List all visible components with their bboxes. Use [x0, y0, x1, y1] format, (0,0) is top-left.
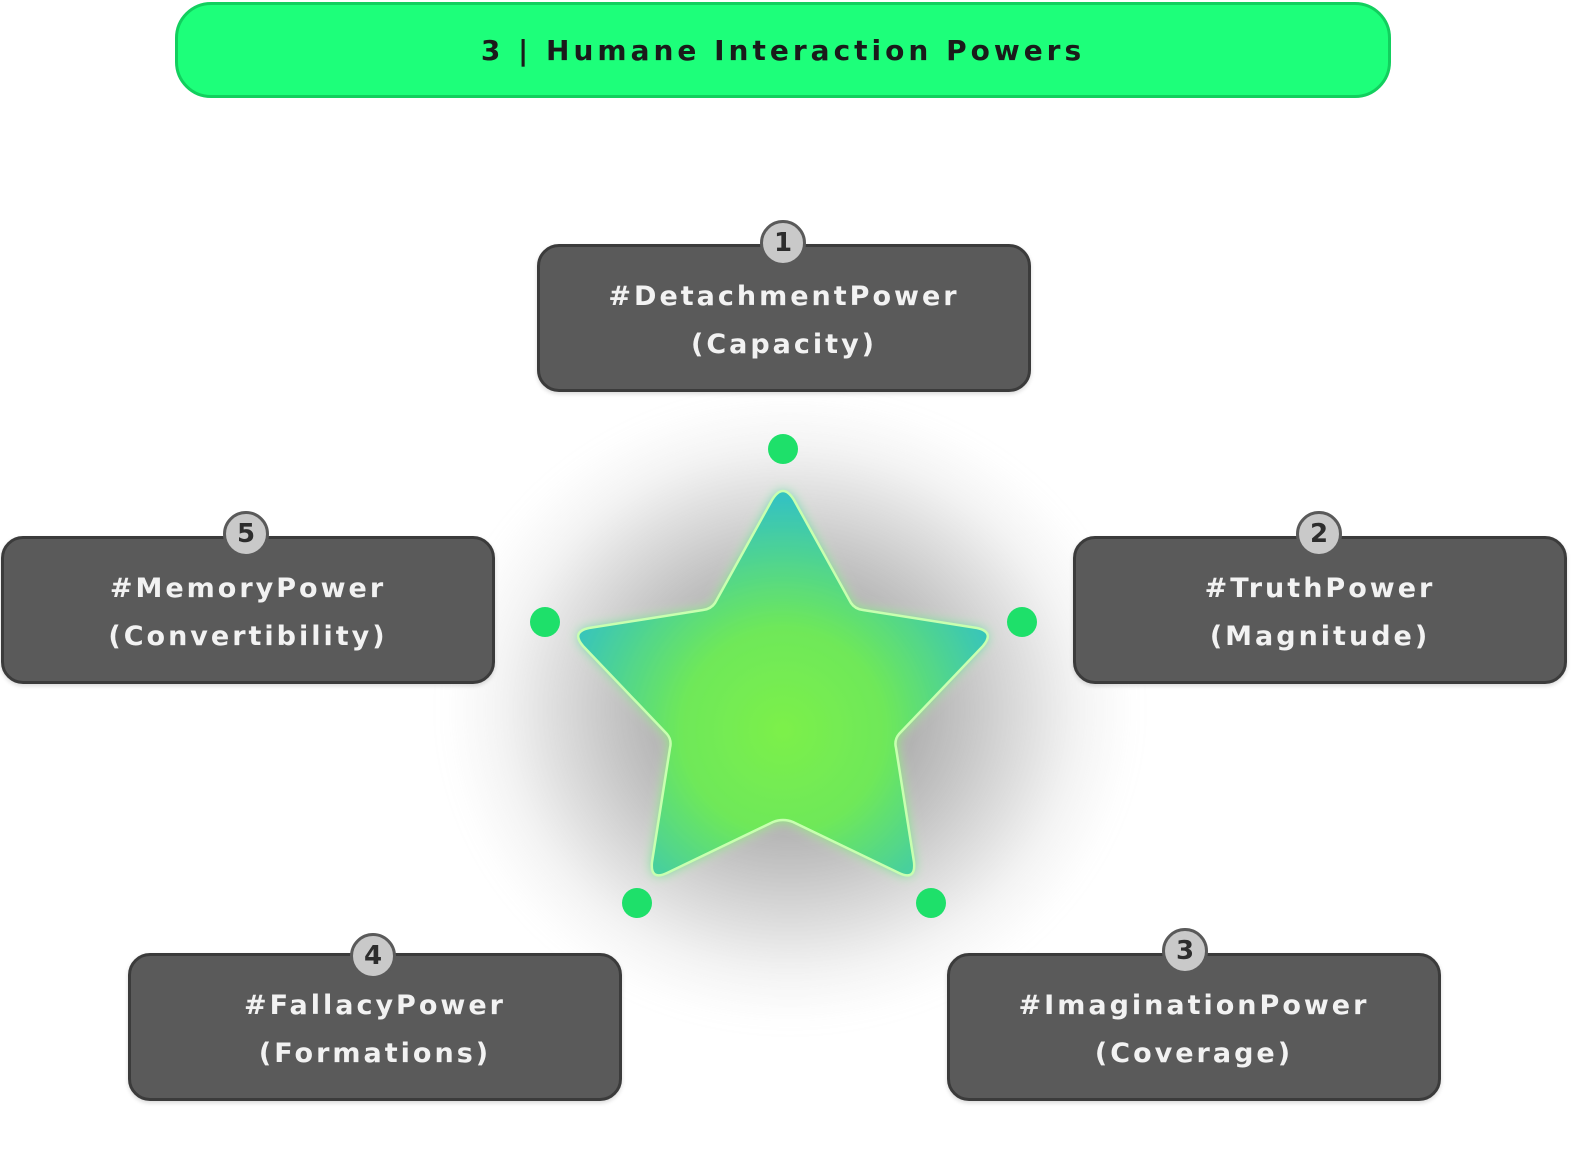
power-quality: (Convertibility): [108, 621, 388, 652]
power-number-badge: 3: [1162, 928, 1208, 974]
power-name: #DetachmentPower: [608, 281, 960, 312]
page-title: 3 | Humane Interaction Powers: [480, 33, 1086, 67]
power-quality: (Coverage): [1094, 1038, 1294, 1069]
power-number-badge: 5: [223, 511, 269, 557]
power-card-detachment: #DetachmentPower (Capacity): [537, 244, 1031, 392]
star-point-dot-bottom-left: [622, 888, 652, 918]
power-card-imagination: #ImaginationPower (Coverage): [947, 953, 1441, 1101]
power-quality: (Capacity): [690, 329, 878, 360]
power-number-badge: 4: [350, 933, 396, 979]
title-bar: 3 | Humane Interaction Powers: [175, 2, 1391, 98]
power-name: #ImaginationPower: [1018, 990, 1370, 1021]
power-card-truth: #TruthPower (Magnitude): [1073, 536, 1567, 684]
star-point-dot-top: [768, 434, 798, 464]
power-number-badge: 2: [1296, 511, 1342, 557]
power-name: #TruthPower: [1204, 573, 1436, 604]
power-quality: (Magnitude): [1209, 621, 1431, 652]
power-quality: (Formations): [258, 1038, 492, 1069]
star-point-dot-bottom-right: [916, 888, 946, 918]
star-point-dot-left: [530, 607, 560, 637]
power-name: #MemoryPower: [109, 573, 387, 604]
star-point-dot-right: [1007, 607, 1037, 637]
power-card-memory: #MemoryPower (Convertibility): [1, 536, 495, 684]
power-name: #FallacyPower: [244, 990, 506, 1021]
power-number-badge: 1: [760, 220, 806, 266]
